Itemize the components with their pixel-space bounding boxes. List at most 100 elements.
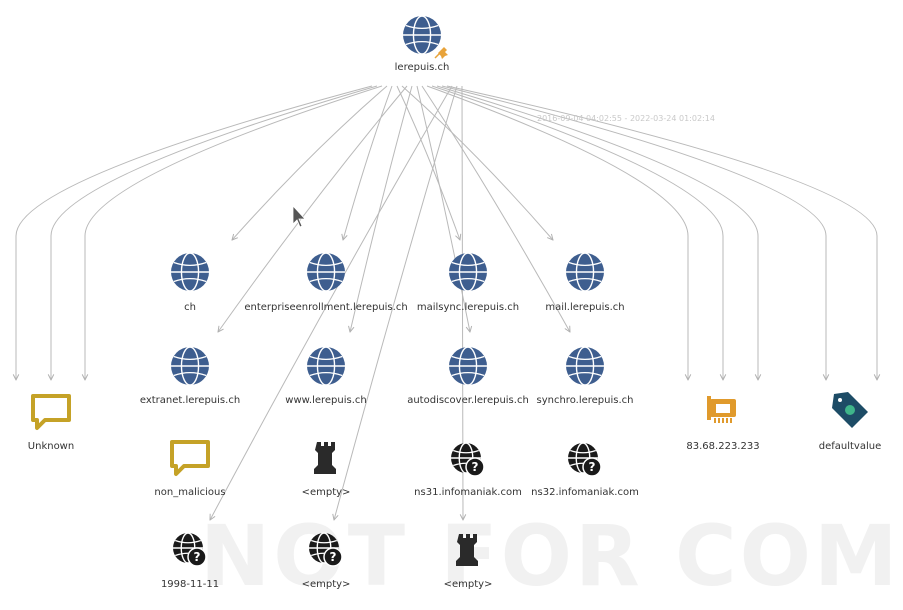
graph-node-mail[interactable]: mail.lerepuis.ch	[545, 252, 625, 313]
graph-node-date[interactable]: ? 1998-11-11	[161, 532, 219, 590]
domain-globe-icon	[403, 15, 441, 55]
globe-parallel	[173, 278, 207, 283]
globe-parallel	[173, 372, 207, 377]
question-badge	[465, 457, 485, 477]
edge-line	[416, 85, 470, 332]
node-label: 83.68.223.233	[686, 441, 759, 452]
graph-node-ns32[interactable]: ? ns32.infomaniak.com	[531, 442, 639, 498]
domain-globe-icon	[307, 252, 345, 292]
domain-globe-icon	[171, 346, 209, 386]
rook-shape	[456, 534, 478, 566]
question-badge	[187, 547, 207, 567]
node-label: defaultvalue	[819, 441, 882, 452]
card-bracket	[707, 396, 711, 420]
graph-node-ip[interactable]: 83.68.223.233	[686, 396, 760, 452]
edge-line	[446, 85, 877, 380]
edge-line	[396, 85, 460, 240]
domain-globe-icon	[171, 252, 209, 292]
node-label: lerepuis.ch	[395, 62, 450, 73]
globe-parallel	[311, 539, 337, 544]
unknown-globe-icon: ?	[173, 532, 207, 567]
graph-node-ch[interactable]: ch	[171, 252, 209, 313]
node-label: ch	[184, 302, 196, 313]
globe-parallel	[309, 355, 343, 360]
graph-node-mailsync[interactable]: mailsync.lerepuis.ch	[417, 252, 519, 313]
edge-line	[51, 85, 378, 380]
question-badge	[582, 457, 602, 477]
node-label: mail.lerepuis.ch	[545, 302, 624, 313]
tag-hole	[838, 398, 842, 402]
graph-node-www[interactable]: www.lerepuis.ch	[285, 346, 367, 406]
graph-node-root[interactable]: lerepuis.ch	[395, 15, 450, 73]
edge-line	[436, 85, 758, 380]
graph-node-nonmalicious[interactable]: non_malicious	[154, 440, 226, 498]
card-pin	[722, 418, 724, 423]
edge-line	[16, 85, 373, 380]
card-pin	[718, 418, 720, 423]
question-badge	[323, 547, 343, 567]
card-pin	[714, 418, 716, 423]
node-label: <empty>	[302, 487, 351, 498]
question-mark-glyph: ?	[589, 460, 596, 474]
network-card-icon	[707, 396, 736, 423]
bubble-outline	[170, 440, 210, 476]
graph-node-enterpriseenrollment[interactable]: enterpriseenrollment.lerepuis.ch	[244, 252, 408, 313]
domain-globe-icon	[307, 346, 345, 386]
globe-parallel	[568, 261, 602, 266]
node-label: Unknown	[28, 441, 74, 452]
domain-globe-icon	[566, 346, 604, 386]
question-mark-glyph: ?	[330, 550, 337, 564]
globe-parallel	[568, 278, 602, 283]
graph-node-defaultvalue[interactable]: defaultvalue	[819, 392, 882, 452]
node-label: <empty>	[302, 579, 351, 590]
graph-node-empty1[interactable]: <empty>	[302, 442, 351, 498]
globe-parallel	[309, 261, 343, 266]
globe-parallel	[570, 449, 596, 454]
graph-node-unknown[interactable]: Unknown	[28, 394, 74, 452]
chess-rook-icon	[456, 534, 478, 566]
node-label: mailsync.lerepuis.ch	[417, 302, 519, 313]
graph-node-extranet[interactable]: extranet.lerepuis.ch	[140, 346, 240, 406]
graph-node-empty2[interactable]: ? <empty>	[302, 532, 351, 590]
globe-parallel	[568, 372, 602, 377]
edge-timestamp: 2016-09-04 04:02:55 - 2022-03-24 01:02:1…	[537, 114, 715, 123]
graph-node-empty3[interactable]: <empty>	[444, 534, 493, 590]
domain-globe-icon	[449, 252, 487, 292]
card-chip	[716, 404, 730, 413]
node-label: 1998-11-11	[161, 579, 219, 590]
globe-parallel	[173, 355, 207, 360]
globe-parallel	[309, 372, 343, 377]
watermark: NOT FOR COMMERCIAL US	[200, 507, 903, 605]
watermark-text: NOT FOR COMMERCIAL US	[200, 507, 903, 605]
speech-bubble-icon	[170, 440, 210, 476]
graph-node-autodiscover[interactable]: autodiscover.lerepuis.ch	[407, 346, 529, 406]
graph-node-synchro[interactable]: synchro.lerepuis.ch	[537, 346, 634, 406]
rook-shape	[314, 442, 336, 474]
question-mark-glyph: ?	[194, 550, 201, 564]
globe-parallel	[173, 261, 207, 266]
edge-line	[85, 85, 383, 380]
node-label: <empty>	[444, 579, 493, 590]
domain-globe-icon	[449, 346, 487, 386]
node-label: ns32.infomaniak.com	[531, 487, 639, 498]
globe-parallel	[453, 449, 479, 454]
globe-parallel	[175, 539, 201, 544]
node-label: www.lerepuis.ch	[285, 395, 366, 406]
node-label: extranet.lerepuis.ch	[140, 395, 240, 406]
globe-parallel	[451, 372, 485, 377]
edge-line	[343, 85, 393, 240]
card-pin	[730, 418, 732, 423]
node-label: enterpriseenrollment.lerepuis.ch	[244, 302, 407, 313]
globe-parallel	[405, 24, 439, 29]
tag-icon	[832, 392, 868, 428]
unknown-globe-icon: ?	[309, 532, 343, 567]
globe-parallel	[451, 261, 485, 266]
graph-node-ns31[interactable]: ?ns31.infomaniak.com	[414, 442, 522, 498]
node-label: non_malicious	[154, 487, 225, 498]
globe-parallel	[568, 355, 602, 360]
node-label: synchro.lerepuis.ch	[537, 395, 634, 406]
speech-bubble-icon	[31, 394, 71, 430]
edge-line	[426, 85, 688, 380]
pin-needle	[434, 52, 441, 59]
